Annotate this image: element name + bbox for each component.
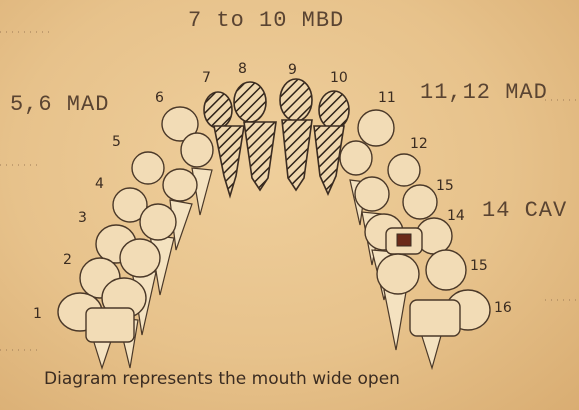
lower-tooth [410,300,460,336]
lower-incisor [244,122,276,190]
lower-tooth [140,204,176,240]
number-16: 16 [494,300,512,316]
lower-tooth [340,141,372,175]
front-teeth [204,79,349,196]
number-12: 12 [410,136,428,152]
tooth-7 [204,92,232,128]
number-2: 2 [63,252,72,268]
tooth-13 [403,185,437,219]
lower-tooth [120,239,160,277]
tooth-12 [388,154,420,186]
lower-tooth [377,254,419,294]
number-3: 3 [78,210,87,226]
diagram-caption: Diagram represents the mouth wide open [44,369,400,389]
lower-tooth [181,133,213,167]
lower-tooth [355,177,389,211]
tooth-11 [358,110,394,146]
tooth-9 [280,79,312,121]
number-4: 4 [95,176,104,192]
tooth-15 [426,250,466,290]
tooth-5 [132,152,164,184]
lower-incisor [214,126,244,196]
number-5: 5 [112,134,121,150]
tooth-10 [319,91,349,129]
number-7: 7 [202,70,211,86]
root [384,290,406,350]
lower-tooth [163,169,197,201]
tooth-8 [234,82,266,122]
number-15-upper: 15 [436,178,454,194]
number-11: 11 [378,90,396,106]
number-15-lower: 15 [470,258,488,274]
number-9: 9 [288,62,297,78]
number-10: 10 [330,70,348,86]
number-6: 6 [155,90,164,106]
number-8: 8 [238,61,247,77]
lower-incisor [282,120,312,190]
number-14: 14 [447,208,465,224]
cavity-mark [397,234,411,246]
lower-tooth [86,308,134,342]
number-1: 1 [33,306,42,322]
